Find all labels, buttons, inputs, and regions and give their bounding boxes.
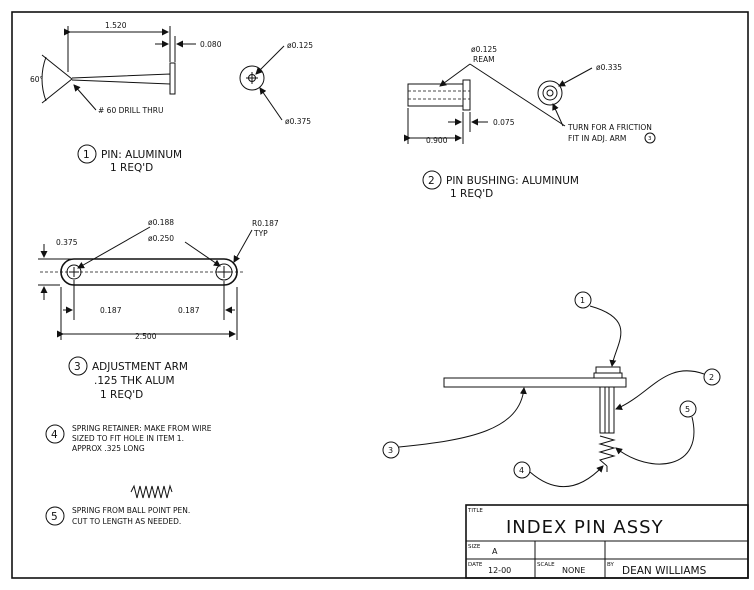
bushing-drawing: ø0.125 REAM ø0.335 0.900 0.075 TURN FOR … — [404, 45, 656, 145]
drawing-title: INDEX PIN ASSY — [506, 517, 664, 538]
pin-drill-note: # 60 DRILL THRU — [98, 106, 163, 115]
spring-line1: SPRING FROM BALL POINT PEN. — [72, 506, 190, 515]
bushing-ream-label: REAM — [473, 55, 495, 64]
by-value: DEAN WILLIAMS — [622, 565, 707, 577]
arm-label: 3 ADJUSTMENT ARM .125 THK ALUM 1 REQ'D — [68, 356, 188, 401]
bushing-note-line1: TURN FOR A FRICTION — [567, 123, 652, 132]
date-value: 12-00 — [488, 566, 511, 575]
bushing-label: 2 PIN BUSHING: ALUMINUM 1 REQ'D — [422, 170, 579, 200]
bushing-number: 2 — [428, 175, 435, 187]
assembly-callout-2: 2 — [709, 373, 714, 382]
bushing-length-dim: 0.900 — [426, 136, 448, 145]
arm-offset-right: 0.187 — [178, 306, 200, 315]
bushing-flange-dim: 0.075 — [493, 118, 515, 127]
sheet-border — [11, 11, 749, 579]
arm-qty: 1 REQ'D — [100, 389, 143, 401]
assembly-callout-1: 1 — [580, 296, 585, 305]
date-label: DATE — [468, 562, 483, 568]
pin-drawing: 60° 1.520 0.080 # 60 DRILL THRU ø0.125 ø… — [30, 21, 313, 126]
bushing-ream-dia: ø0.125 — [471, 45, 497, 54]
pin-name: PIN: ALUMINUM — [101, 149, 182, 161]
bushing-name: PIN BUSHING: ALUMINUM — [446, 175, 579, 187]
spring-number: 5 — [51, 511, 58, 523]
arm-edge-dim: 0.375 — [56, 238, 78, 247]
arm-thickness: .125 THK ALUM — [94, 375, 175, 387]
pin-length-dim: 1.520 — [105, 21, 127, 30]
bushing-outer-dia: ø0.335 — [596, 63, 622, 72]
assembly-callout-5: 5 — [685, 405, 690, 414]
bushing-note-ref: 3 — [648, 136, 652, 142]
arm-name: ADJUSTMENT ARM — [92, 361, 188, 373]
retainer-line2: SIZED TO FIT HOLE IN ITEM 1. — [72, 434, 184, 443]
spring-label: 5 SPRING FROM BALL POINT PEN. CUT TO LEN… — [45, 506, 190, 526]
pin-number: 1 — [83, 149, 90, 161]
scale-value: NONE — [562, 566, 585, 575]
pin-qty: 1 REQ'D — [110, 162, 153, 174]
retainer-number: 4 — [51, 429, 58, 441]
arm-hole-small: ø0.188 — [148, 218, 174, 227]
arm-overall-dim: 2.500 — [135, 332, 157, 341]
assembly-callout-3: 3 — [388, 446, 393, 455]
arm-offset-left: 0.187 — [100, 306, 122, 315]
pin-dia-small: ø0.125 — [287, 41, 313, 50]
spring-line2: CUT TO LENGTH AS NEEDED. — [72, 517, 181, 526]
bushing-qty: 1 REQ'D — [450, 188, 493, 200]
pin-label: 1 PIN: ALUMINUM 1 REQ'D — [77, 144, 182, 174]
arm-number: 3 — [74, 361, 81, 373]
scale-label: SCALE — [537, 562, 555, 568]
title-block: TITLE INDEX PIN ASSY SIZE A DATE 12-00 S… — [465, 504, 749, 579]
by-label: BY — [607, 562, 614, 568]
arm-radius-note: TYP — [253, 229, 268, 238]
pin-angle-label: 60° — [30, 75, 44, 84]
title-label: TITLE — [467, 508, 483, 514]
arm-radius: R0.187 — [252, 219, 279, 228]
pin-dia-large: ø0.375 — [285, 117, 311, 126]
assembly-drawing: 1 2 5 3 4 — [382, 291, 721, 488]
retainer-line1: SPRING RETAINER: MAKE FROM WIRE — [72, 424, 212, 433]
retainer-label: 4 SPRING RETAINER: MAKE FROM WIRE SIZED … — [45, 424, 212, 453]
arm-drawing: 0.375 ø0.188 ø0.250 R0.187 TYP 0.187 0.1… — [38, 218, 279, 341]
spring-drawing — [130, 484, 173, 499]
arm-hole-large: ø0.250 — [148, 234, 174, 243]
pin-head-dim: 0.080 — [200, 40, 222, 49]
retainer-line3: APPROX .325 LONG — [72, 444, 145, 453]
size-value: A — [492, 547, 498, 556]
assembly-callout-4: 4 — [519, 466, 524, 475]
bushing-note-line2: FIT IN ADJ. ARM — [568, 134, 626, 143]
size-label: SIZE — [468, 544, 481, 550]
